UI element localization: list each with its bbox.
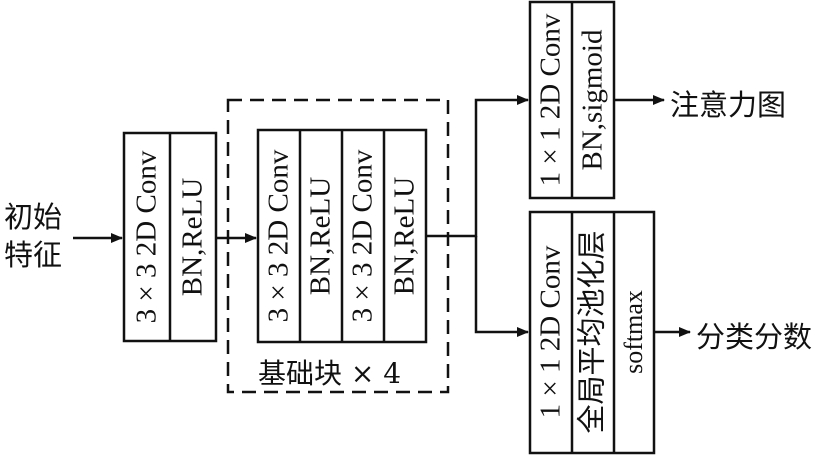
stem-bn-label: BN,ReLU [176, 177, 209, 297]
input-label-line1: 初始 [4, 200, 63, 234]
to-classification-arrow [474, 236, 529, 337]
input-label-line2: 特征 [4, 238, 63, 272]
input-label: 初始 特征 [4, 198, 62, 274]
classification-output-label: 分类分数 [696, 320, 813, 354]
block-layer1-conv-label: 3 × 3 2D Conv [262, 149, 295, 323]
block-layer2-bn-label: BN,ReLU [388, 176, 421, 296]
stem-conv-label: 3 × 3 2D Conv [130, 150, 163, 324]
classification-pool-label: 全局平均池化层 [576, 230, 609, 434]
block-layer2-conv-label: 3 × 3 2D Conv [346, 149, 379, 323]
attention-conv-label: 1 × 1 2D Conv [534, 13, 567, 187]
basic-block-label: 基础块 × 4 [258, 357, 402, 390]
block-layer1-bn-label: BN,ReLU [304, 176, 337, 296]
classification-act-label: softmax [619, 290, 648, 374]
classification-conv-label: 1 × 1 2D Conv [534, 245, 567, 419]
basic-block-dashed-frame [226, 98, 450, 394]
to-attention-arrow [426, 95, 529, 238]
attention-bn-label: BN,sigmoid [576, 29, 609, 171]
attention-output-label: 注意力图 [670, 88, 787, 122]
